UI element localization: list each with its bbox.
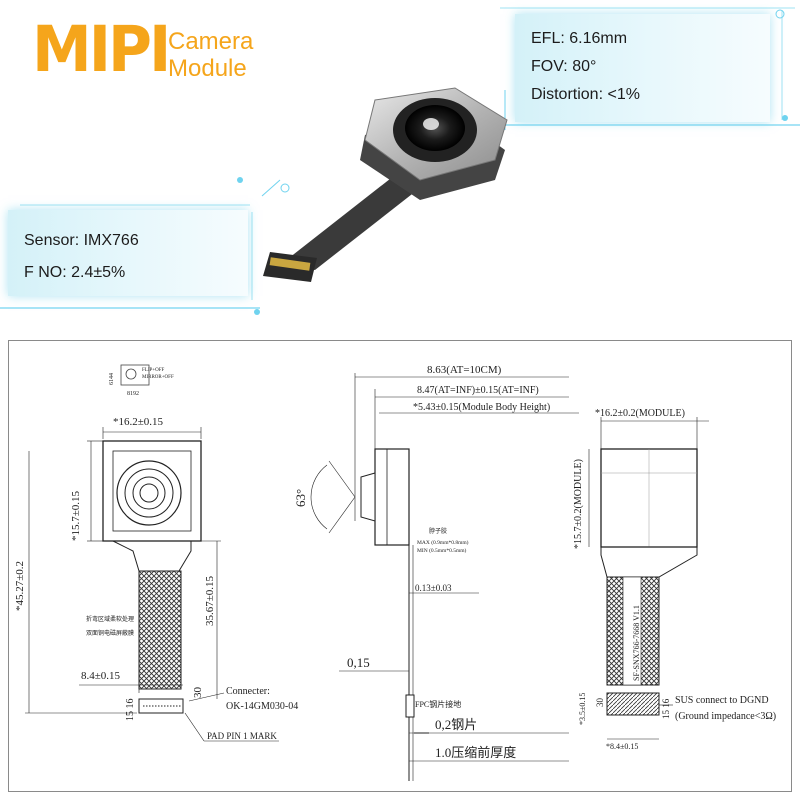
stamp-flip: FLIP+OFF (142, 368, 164, 373)
fov-angle: 63° (293, 489, 308, 507)
spec-box-sensor: Sensor: IMX766 F NO: 2.4±5% (8, 210, 248, 296)
drawing-canvas: 6144 8192 FLIP+OFF MIRROR+OFF *16.2±0.15… (14, 364, 776, 781)
mipi-logo: MIPI (32, 13, 171, 87)
pcb-label: SF-SNX766-7668 V1.1 (632, 605, 641, 681)
fov-spec: FOV: 80° (531, 58, 597, 75)
pin1-mark: PAD PIN 1 MARK (207, 731, 277, 741)
back-dim-35: *3.5±0.15 (578, 693, 587, 725)
side-dim-015: 0,15 (347, 655, 370, 670)
front-fpc-mesh (138, 570, 182, 690)
front-module-body (102, 440, 202, 542)
stamp-6144: 6144 (109, 373, 115, 385)
mechanical-drawing: 6144 8192 FLIP+OFF MIRROR+OFF *16.2±0.15… (8, 340, 792, 792)
back-dim-30: 30 (595, 698, 605, 708)
logo-subtitle: Camera Module (168, 28, 253, 82)
front-fpc-width: 8.4±0.15 (81, 670, 121, 682)
front-view: 6144 8192 FLIP+OFF MIRROR+OFF *16.2±0.15… (14, 364, 298, 742)
logo-subtitle-line1: Camera (168, 28, 254, 55)
front-dim-30: 30 (192, 687, 204, 699)
steel-stiffener (405, 694, 415, 718)
sensor-spec: Sensor: IMX766 (24, 232, 139, 249)
distortion-spec: Distortion: <1% (531, 86, 640, 103)
bend-note: 折弯区域柔软处理 (86, 615, 134, 623)
fpc-ground-note: FPC钢片接地 (415, 699, 461, 709)
logo-subtitle-line2: Module (168, 55, 247, 82)
stiffener-title: 脖子胶 (429, 527, 447, 535)
front-width-dim: *16.2±0.15 (113, 416, 164, 428)
camera-module-photo (263, 87, 508, 282)
connector-label: Connecter: (226, 686, 270, 697)
fpc-thickness: 0.13±0.03 (415, 583, 452, 593)
fno-spec: F NO: 2.4±5% (24, 264, 126, 281)
stamp-8192: 8192 (127, 391, 139, 397)
pre-compress-thickness: 1.0压缩前厚度 (435, 745, 516, 760)
fpc-length-dim: 35.67±0.15 (204, 575, 216, 626)
back-height-dim: *15.7±0.2(MODULE) (573, 459, 584, 549)
stiffener-max: MAX (0.9mm*0.8mm) (417, 539, 469, 546)
connector-part: OK-14GM030-04 (226, 701, 298, 712)
side-module-body (374, 448, 410, 546)
spec-box-optics: EFL: 6.16mm FOV: 80° Distortion: <1% (515, 14, 770, 122)
front-dim-1516: 15 16 (125, 699, 136, 722)
steel-thickness: 0,2钢片 (435, 717, 477, 732)
back-dim-1516: 15 16 (661, 698, 671, 719)
back-width-dim: *16.2±0.2(MODULE) (595, 408, 685, 419)
side-view: 8.63(AT=10CM) 8.47(AT=INF)±0.15(AT=INF) … (293, 364, 579, 781)
side-inf-height: 8.47(AT=INF)±0.15(AT=INF) (417, 385, 539, 396)
side-body-height: *5.43±0.15(Module Body Height) (413, 402, 550, 413)
orientation-stamp (120, 364, 150, 386)
front-height-dim: *15.7±0.15 (70, 490, 82, 541)
shield-note: 双面铜电磁屏蔽膜 (86, 629, 134, 637)
stiffener-min: MIN (0.5mm*0.5mm) (417, 547, 467, 554)
side-total-height: 8.63(AT=10CM) (427, 364, 502, 376)
sus-note-line2: (Ground impedance<3Ω) (675, 711, 776, 722)
sus-plate (606, 692, 660, 716)
stamp-mirror: MIRROR+OFF (142, 375, 174, 380)
efl-spec: EFL: 6.16mm (531, 30, 628, 47)
back-fpc-width: *8.4±0.15 (606, 742, 638, 751)
decorative-glow-lines (0, 7, 800, 315)
sus-note-line1: SUS connect to DGND (675, 695, 769, 706)
back-view: *16.2±0.2(MODULE) *15.7±0.2(MODULE) SF-S… (573, 408, 776, 751)
front-total-length: *45.27±0.2 (14, 561, 26, 611)
